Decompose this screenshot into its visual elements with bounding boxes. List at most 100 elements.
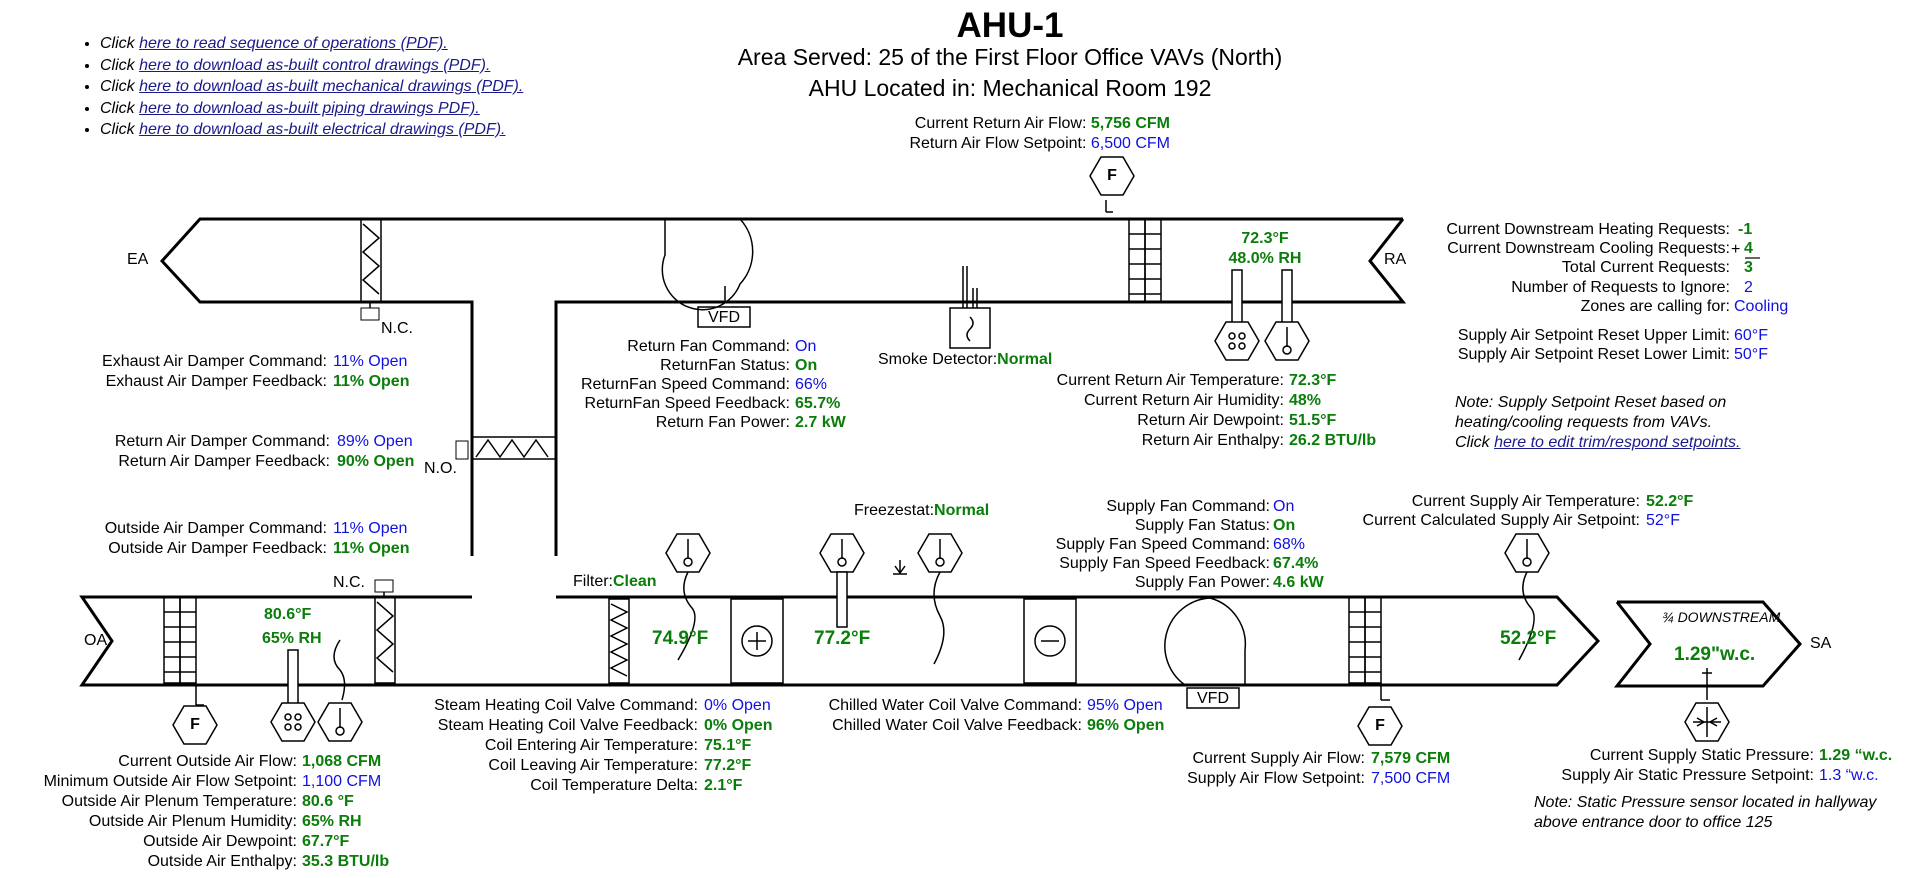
link-prefix: Click [100,121,140,138]
supply-airflow-setpoint-value[interactable]: 7,500 CFM [1371,770,1451,787]
discharge-temp-sensor [1503,532,1551,661]
coil-leaving-temp: 77.2°F [814,628,871,649]
total-requests-label: Total Current Requests: [1561,259,1730,276]
oa-dew-label: Outside Air Dewpoint: [143,833,297,850]
return-damper-cmd-value[interactable]: 89% Open [337,433,413,450]
oa-min-value[interactable]: 1,100 CFM [302,773,382,790]
static-pressure-sensor [1684,668,1730,742]
return-fan-status-label: ReturnFan Status: [660,357,790,374]
static-note-line1: Note: Static Pressure sensor located in … [1534,794,1877,811]
return-air-enth-value: 26.2 BTU/lb [1289,432,1377,449]
chw-cmd-label: Chilled Water Coil Valve Command: [828,697,1082,714]
steam-fb-value: 0% Open [704,717,773,734]
electrical-drawings-link[interactable]: here to download as-built electrical dra… [139,121,506,138]
exhaust-nc-label: N.C. [381,320,413,337]
return-sensor-temp: 72.3°F [1241,230,1289,247]
steam-cmd-value[interactable]: 0% Open [704,697,771,714]
heating-requests-label: Current Downstream Heating Requests: [1446,221,1730,238]
reset-lower-label: Supply Air Setpoint Reset Lower Limit: [1457,346,1730,363]
filter-status: Filter:Clean [573,572,657,591]
return-air-dew-label: Return Air Dewpoint: [1137,412,1284,429]
return-fan-cmd-label: Return Fan Command: [627,338,790,355]
return-airflow-station [1105,200,1162,303]
outside-air-sensors [269,639,364,743]
cooling-requests-label: Current Downstream Cooling Requests: [1447,240,1730,257]
outside-damper-cmd-value[interactable]: 11% Open [333,520,408,537]
supply-flow-f-label: F [1375,717,1385,734]
label: Return Air Flow Setpoint: [909,135,1087,152]
oa-dew-value: 67.7°F [302,833,350,850]
ignore-requests-value[interactable]: 2 [1744,279,1753,296]
total-requests-value: 3 [1744,259,1753,276]
supply-fan-speed-cmd-label: Supply Fan Speed Command: [1055,536,1270,553]
outside-sensor-rh: 65% RH [262,630,322,647]
downstream-static-value: 1.29"w.c. [1674,644,1756,665]
supply-flow-hex [1357,706,1403,746]
supply-fan-speed-fb-label: Supply Fan Speed Feedback: [1059,555,1270,572]
reset-upper-label: Supply Air Setpoint Reset Upper Limit: [1457,327,1730,344]
mixed-air-temp-sensor [664,532,712,661]
oa-min-label: Minimum Outside Air Flow Setpoint: [43,773,297,790]
document-links: Click here to read sequence of operation… [76,33,523,141]
value: Clean [613,573,657,590]
supply-temp-current-value: 52.2°F [1646,493,1694,510]
supply-temp-calc-value: 52°F [1646,512,1680,529]
outside-nc-label: N.C. [333,574,365,591]
oa-temp-label: Outside Air Plenum Temperature: [61,793,297,810]
ignore-requests-label: Number of Requests to Ignore: [1511,279,1730,296]
return-sensor-rh: 48.0% RH [1228,250,1302,267]
supply-fan-cmd-value[interactable]: On [1273,498,1295,515]
label: Smoke Detector: [878,351,998,368]
link-prefix: Click [100,56,140,74]
outside-sensor-temp: 80.6°F [264,606,312,623]
piping-drawings-link[interactable]: here to download as-built piping drawing… [139,99,480,117]
value[interactable]: 6,500 CFM [1090,135,1170,152]
return-damper-fb-value: 90% Open [337,453,415,470]
supply-temp-current-label: Current Supply Air Temperature: [1411,493,1640,510]
edit-trim-respond-link[interactable]: here to edit trim/respond setpoints. [1494,434,1741,451]
return-fan-speed-cmd-value[interactable]: 66% [795,376,828,393]
freezestat-status: Freezestat:Normal [854,501,989,520]
return-air-temp-value: 72.3°F [1289,372,1337,389]
coil-leaving-temp-sensor [818,532,866,628]
sequence-of-operations-link[interactable]: here to read sequence of operations (PDF… [139,35,448,52]
heating-coil [730,598,784,684]
reset-note-line3: Click here to edit trim/respond setpoint… [1455,433,1740,452]
mechanical-drawings-link[interactable]: here to download as-built mechanical dra… [139,78,524,95]
return-fan-speed-fb-value: 65.7% [795,395,841,412]
exhaust-cmd-value[interactable]: 11% Open [333,353,408,370]
return-fan-cmd-value[interactable]: On [795,338,817,355]
mixed-air-temp: 74.9°F [652,628,709,649]
value: Normal [997,351,1053,368]
return-exhaust-duct [159,217,1407,556]
sa-label: SA [1810,635,1832,652]
link-item: Click here to download as-built control … [100,55,523,77]
calling-for-label: Zones are calling for: [1580,298,1730,315]
supply-vfd-label: VFD [1197,690,1229,707]
static-note-line2: above entrance door to office 125 [1534,814,1773,831]
outside-flow-hex [172,705,218,745]
oa-temp-value: 80.6 °F [302,793,354,810]
outside-flow-f-label: F [190,716,200,733]
freezestat [893,532,964,665]
coil-delta-value: 2.1°F [704,777,743,794]
static-current-value: 1.29 “w.c. [1819,747,1893,764]
exhaust-fb-label: Exhaust Air Damper Feedback: [105,373,327,390]
link-item: Click here to download as-built piping d… [100,98,523,120]
static-setpoint-value[interactable]: 1.3 “w.c. [1819,767,1879,784]
outside-damper-fb-value: 11% Open [333,540,410,557]
chw-fb-value: 96% Open [1087,717,1165,734]
supply-fan-cmd-label: Supply Fan Command: [1106,498,1270,515]
label: Filter: [573,573,613,590]
chw-cmd-value[interactable]: 95% Open [1087,697,1163,714]
reset-lower-value[interactable]: 50°F [1734,346,1768,363]
return-damper-cmd-label: Return Air Damper Command: [114,433,330,450]
reset-upper-value[interactable]: 60°F [1734,327,1768,344]
page-title: AHU-1 [956,6,1064,45]
control-drawings-link[interactable]: here to download as-built control drawin… [139,56,491,74]
supply-fan-speed-cmd-value[interactable]: 68% [1273,536,1306,553]
return-fan-power-value: 2.7 kW [795,414,846,431]
oa-enth-label: Outside Air Enthalpy: [147,853,297,870]
link-prefix: Click [100,35,140,52]
